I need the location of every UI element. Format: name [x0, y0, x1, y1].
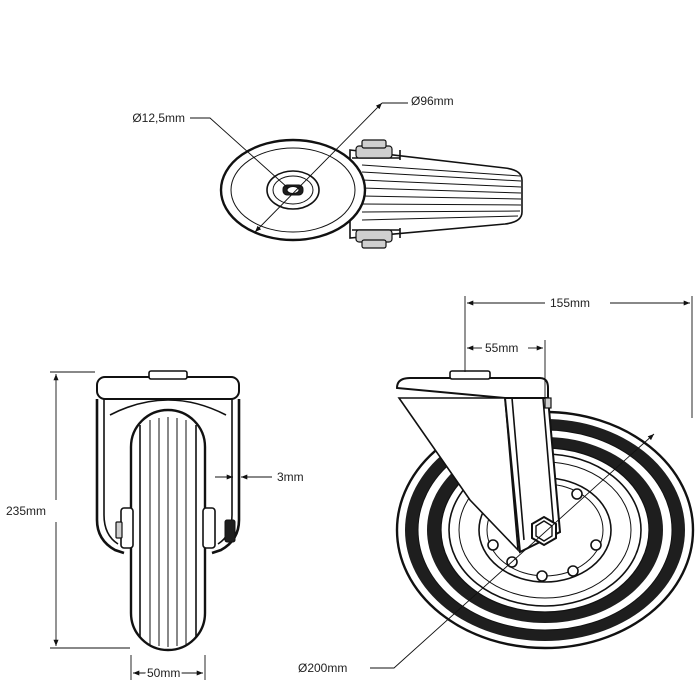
- top-view-bracket: [349, 149, 523, 239]
- axle-hole-label: Ø12,5mm: [132, 111, 185, 125]
- side-view: 155mm 55mm Ø200mm: [298, 296, 695, 675]
- wheel-width-dimension: 50mm: [130, 655, 206, 682]
- wheel-diameter-label: Ø200mm: [298, 661, 347, 675]
- top-view: Ø12,5mm Ø96mm: [132, 94, 523, 249]
- offset-label: 55mm: [485, 341, 518, 355]
- wheel-width-label: 50mm: [147, 666, 180, 680]
- top-view-wheel: [219, 138, 367, 242]
- overall-width-dimension: 155mm: [464, 296, 693, 418]
- height-dimension: 235mm: [6, 371, 130, 649]
- offset-dimension: 55mm: [467, 340, 546, 400]
- height-label: 235mm: [6, 504, 46, 518]
- wheel-diameter-dimension: Ø200mm: [298, 433, 655, 675]
- overall-width-label: 155mm: [550, 296, 590, 310]
- side-view-bracket: [395, 370, 562, 554]
- bracket-thickness-dimension: 3mm: [215, 470, 304, 484]
- front-view: 235mm 3mm 50mm: [6, 370, 304, 682]
- bracket-thickness-label: 3mm: [277, 470, 304, 484]
- hub-label: Ø96mm: [411, 94, 454, 108]
- hub-dimension: Ø96mm: [254, 94, 454, 233]
